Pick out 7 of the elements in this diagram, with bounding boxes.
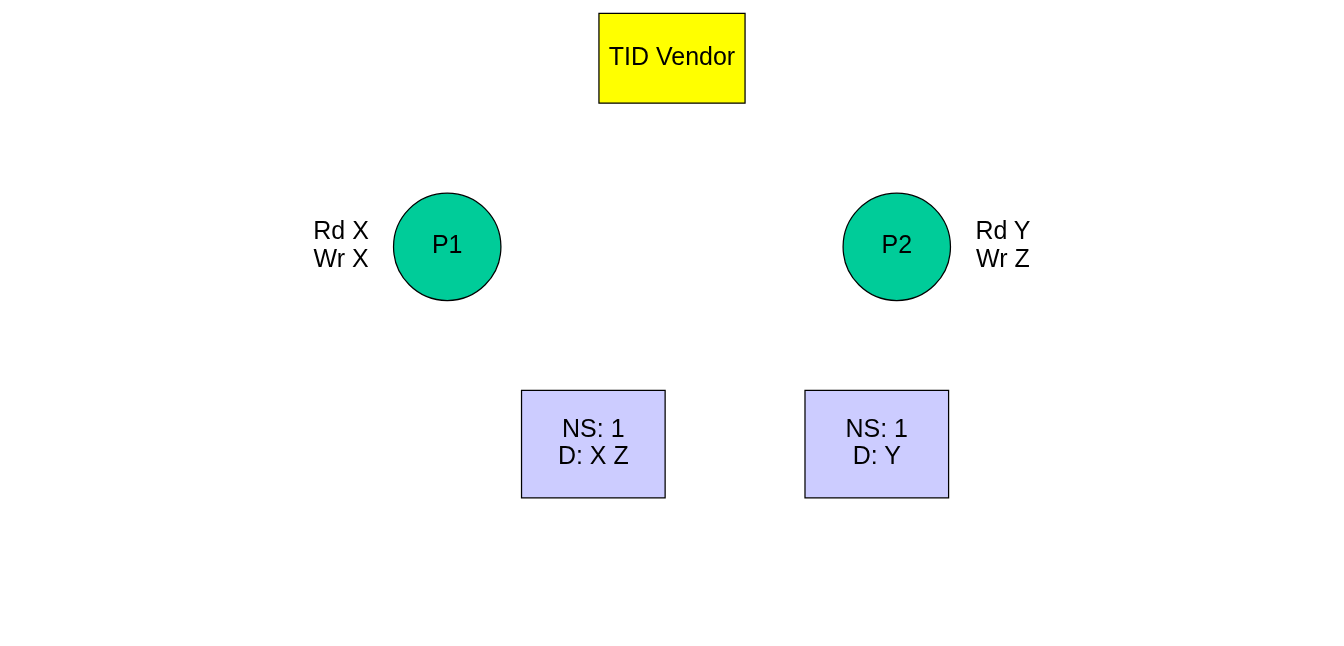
- node-box: TID Vendor: [598, 12, 746, 104]
- node-circle: P1: [392, 192, 502, 302]
- node-box: NS: 1 D: X Z: [520, 389, 666, 499]
- node-box: NS: 1 D: Y: [804, 389, 950, 499]
- node-circle: P2: [842, 192, 952, 302]
- node-label: Rd Y Wr Z: [975, 216, 1031, 272]
- node-label: Rd X Wr X: [313, 216, 369, 272]
